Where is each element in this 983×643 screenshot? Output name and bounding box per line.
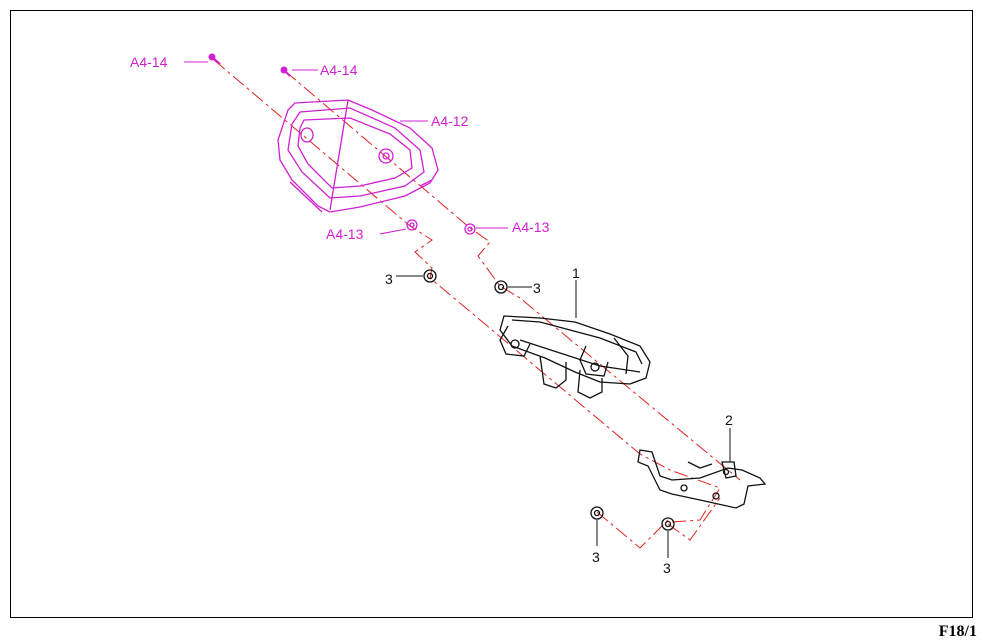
page-reference: F18/1 [938, 623, 977, 640]
centerline-right [284, 70, 741, 481]
screw-a4-14-left [208, 53, 221, 65]
nut-3-lower-right [661, 517, 675, 531]
black-leaders [396, 275, 731, 558]
meter-assembly-part [499, 315, 651, 399]
centerline-lower-right [667, 497, 721, 541]
assembly-centerlines [213, 59, 741, 549]
label-1: 1 [572, 265, 580, 281]
nut-3-lower-left [590, 506, 604, 520]
label-a4-14-left: A4-14 [130, 54, 168, 70]
label-2: 2 [725, 412, 733, 428]
bracket-part [637, 449, 767, 509]
nut-3-upper-left [423, 269, 437, 283]
magenta-leaders [184, 61, 508, 235]
grommet-a4-13-right [464, 223, 476, 235]
drawing-frame [10, 10, 973, 618]
label-a4-12: A4-12 [431, 113, 469, 129]
label-a4-13-left: A4-13 [326, 226, 364, 242]
label-a4-14-right: A4-14 [320, 62, 358, 78]
label-3-upper-right: 3 [533, 280, 541, 296]
label-3-lower-left: 3 [592, 549, 600, 565]
centerline-lower-left [596, 511, 669, 549]
grommet-a4-13-left [406, 219, 418, 231]
nut-3-upper-right [494, 280, 508, 294]
label-a4-13-right: A4-13 [512, 219, 550, 235]
screw-a4-14-right [280, 66, 291, 77]
meter-cover-part [277, 99, 439, 213]
label-3-lower-right: 3 [663, 560, 671, 576]
label-3-upper-left: 3 [385, 271, 393, 287]
centerline-left [213, 59, 721, 523]
